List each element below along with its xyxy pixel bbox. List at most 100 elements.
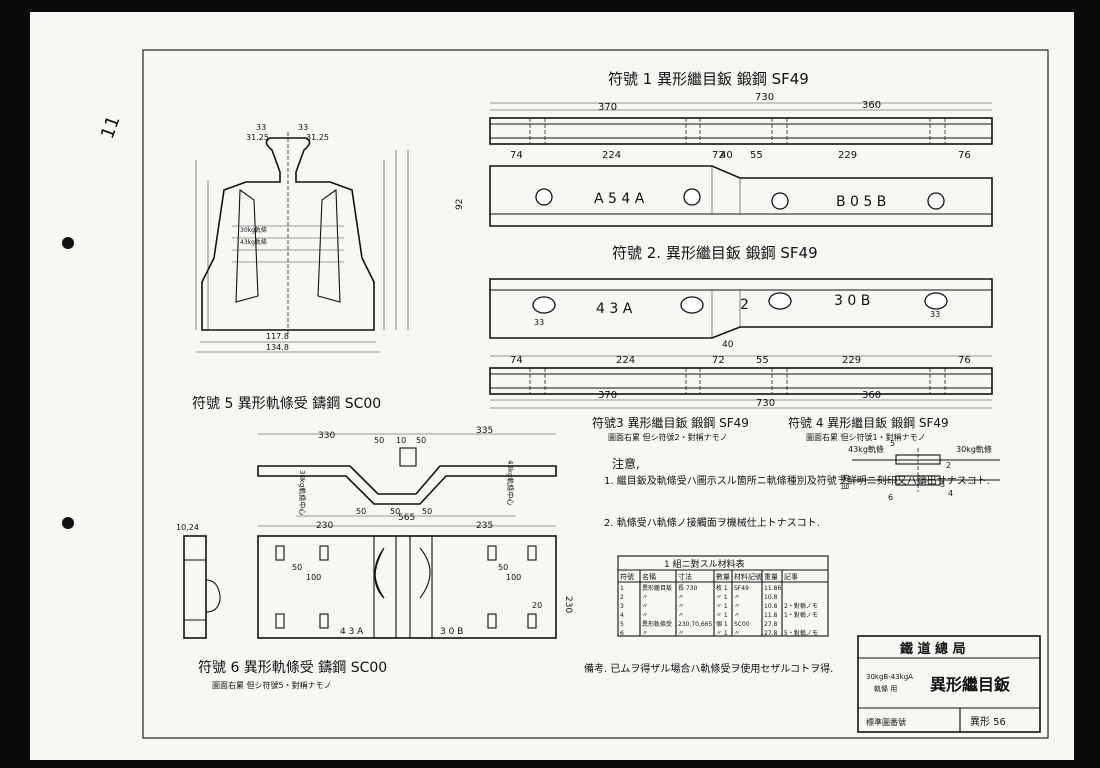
- material-table-cell: SC00: [734, 621, 750, 628]
- assembly-num-2: 2: [946, 461, 951, 470]
- material-table-cell: 〃: [734, 630, 740, 637]
- assembly-sketch: 43kg軌條 30kg軌條 接目 5 2 6 4 3: [840, 439, 1000, 502]
- material-table-cell: 〃 1: [716, 603, 728, 610]
- chair6-label-a: 4 3 A: [340, 627, 364, 637]
- material-table-cell: 3: [620, 603, 624, 610]
- chair5-bottom-dim-1: 117.8: [266, 332, 289, 341]
- plate2-title: 符號 2. 異形繼目鈑 鍛鋼 SF49: [612, 244, 818, 262]
- assembly-num-3: 3: [940, 480, 945, 489]
- chair6-top-right-dim: 335: [476, 426, 493, 436]
- plate1-seg-1: 74: [510, 150, 523, 161]
- material-table-cell: 〃: [734, 612, 740, 619]
- chair6-end-view: 10,24: [176, 523, 221, 639]
- plate2-seg-6: 76: [958, 355, 971, 366]
- chair6-small-3: 100: [306, 573, 321, 582]
- chair6-right-dim: 235: [476, 521, 493, 531]
- chair5-top-dim-1: 33: [256, 123, 266, 132]
- chair6-left-vert-dim: 10,24: [176, 523, 199, 532]
- chair6-right-vert-dim: 230: [563, 596, 573, 613]
- chair6-left-dim: 230: [316, 521, 333, 531]
- material-table-cell: 〃 1: [716, 630, 728, 637]
- plate2-front-view: 4 3 A 2 3 0 B 33 33 40: [489, 278, 993, 350]
- chair5-bottom-dim-2: 134.8: [266, 343, 289, 352]
- material-table-cell: 〃: [678, 603, 684, 610]
- title-org: 鐵 道 總 局: [900, 641, 966, 657]
- material-table-cell: 2・對稱ノモ: [784, 602, 818, 610]
- material-table-cell: 個 1: [716, 620, 728, 628]
- plate2-right-dim: 360: [862, 390, 881, 401]
- material-table-cell: 〃: [642, 603, 648, 610]
- material-table-header: 名稱: [642, 572, 656, 581]
- material-table-cell: SF49: [734, 585, 749, 592]
- chair6-inner-3: 50: [416, 436, 426, 445]
- remark: 備考. 已ムヲ得ザル場合ハ軌條受ヲ使用セザルコトヲ得.: [584, 662, 833, 675]
- material-table-header: 記事: [784, 572, 798, 581]
- material-table-cell: 10.8: [764, 594, 778, 601]
- material-table-cell: 10.8: [764, 603, 778, 610]
- material-table-cell: 11.8: [764, 612, 778, 619]
- title-block: 鐵 道 總 局 30kgB-43kgA 軌條 用 異形繼目鈑 標準圖番號 異形 …: [857, 635, 1041, 733]
- material-table-header: 數量: [716, 572, 730, 581]
- plate2-slot-dim-left: 33: [534, 318, 544, 327]
- material-table-header: 寸法: [678, 572, 692, 581]
- plate1-front-view: A 5 4 A B 0 5 B 92: [455, 165, 993, 227]
- material-table-cell: 〃: [642, 630, 648, 637]
- material-table-cell: 〃: [678, 612, 684, 619]
- material-table-cell: 〃 1: [716, 594, 728, 601]
- chair6-inner-2: 10: [396, 436, 406, 445]
- chair6-small-7: 20: [532, 601, 542, 610]
- plate2-total-dim: 730: [756, 398, 775, 409]
- plate1-total-dim: 730: [755, 92, 774, 103]
- margin-mark: 11: [97, 113, 125, 142]
- plate1-segment-dims: 74 224 72 55 229 76 40: [510, 150, 971, 161]
- plate1-seg-5: 229: [838, 150, 857, 161]
- plate1-offset-dim: 40: [720, 150, 733, 161]
- binder-hole-top: [62, 237, 74, 249]
- material-table-cell: 5: [620, 621, 624, 628]
- drawing-no: 異形 56: [970, 716, 1006, 728]
- assembly-num-5: 5: [890, 439, 895, 448]
- material-table-cell: 27.8: [764, 630, 778, 637]
- plate2-stamp-right: 3 0 B: [834, 293, 870, 309]
- plate1-top-view: 730 370 360: [489, 92, 993, 145]
- material-table-cell: 〃: [734, 594, 740, 601]
- plate2-segment-dims: 74 224 72 55 229 76: [490, 355, 992, 366]
- chair6-title: 符號 6 異形軌條受 鑄鋼 SC00: [198, 660, 387, 676]
- chair6-inner-1: 50: [374, 436, 384, 445]
- material-table-title: 1 組ニ對スル材料表: [664, 558, 745, 570]
- material-table-cell: 長 730: [678, 585, 698, 592]
- plate2-seg-1: 74: [510, 355, 523, 366]
- plate1-left-dim: 370: [598, 102, 617, 113]
- chair6-mid-3: 50: [422, 507, 432, 516]
- material-table-cell: 異形軌條受: [642, 620, 672, 628]
- plate2-top-view: 370 360 730: [489, 367, 993, 409]
- drawing-no-label: 標準圖番號: [866, 717, 906, 727]
- material-table-cell: 枚 1: [716, 584, 728, 592]
- plate2-seg-2: 224: [616, 355, 635, 366]
- chair5-top-dim-2: 33: [298, 123, 308, 132]
- plate1-seg-3: 72: [712, 150, 725, 161]
- chair6-side-note-right: 43kg軌條中心: [506, 460, 515, 505]
- material-table-cell: 〃: [734, 603, 740, 610]
- chair6-top-left-dim: 330: [318, 431, 335, 441]
- plate2-seg-4: 55: [756, 355, 769, 366]
- assembly-num-4: 4: [948, 489, 953, 498]
- plate2-stamp-mid: 2: [740, 297, 749, 313]
- chair6-span-dim: 565: [398, 513, 415, 523]
- drawing-frame: [142, 49, 1049, 739]
- material-table-cell: 2: [620, 594, 624, 601]
- plate4-note: 圖面右累 但シ符號1・對稱ナモノ: [806, 432, 926, 442]
- chair6-mid-1: 50: [356, 507, 366, 516]
- plate3-title: 符號3 異形繼目鈑 鍛鋼 SF49: [592, 415, 749, 430]
- material-table-cell: 4: [620, 612, 624, 619]
- assembly-num-6: 6: [888, 493, 893, 502]
- chair6-side-view: 330 335 50 10 50 50 50 50 565 230 235 30…: [257, 426, 557, 531]
- plate2-seg-5: 229: [842, 355, 861, 366]
- chair6-plan-view: 50 100 50 100 20 4 3 A 3 0 B 230: [257, 535, 573, 639]
- chair6-small-6: 100: [506, 573, 521, 582]
- plate1-seg-2: 224: [602, 150, 621, 161]
- note-item-1: 1. 繼目鈑及軌條受ハ圖示スル箇所ニ軌條種別及符號ヲ鮮明ニ刻印又ハ鑄出サナスコト…: [604, 474, 990, 487]
- plate1-seg-6: 76: [958, 150, 971, 161]
- material-table-cell: 〃: [642, 612, 648, 619]
- chair5-top-dim-5: 31.25: [306, 133, 329, 142]
